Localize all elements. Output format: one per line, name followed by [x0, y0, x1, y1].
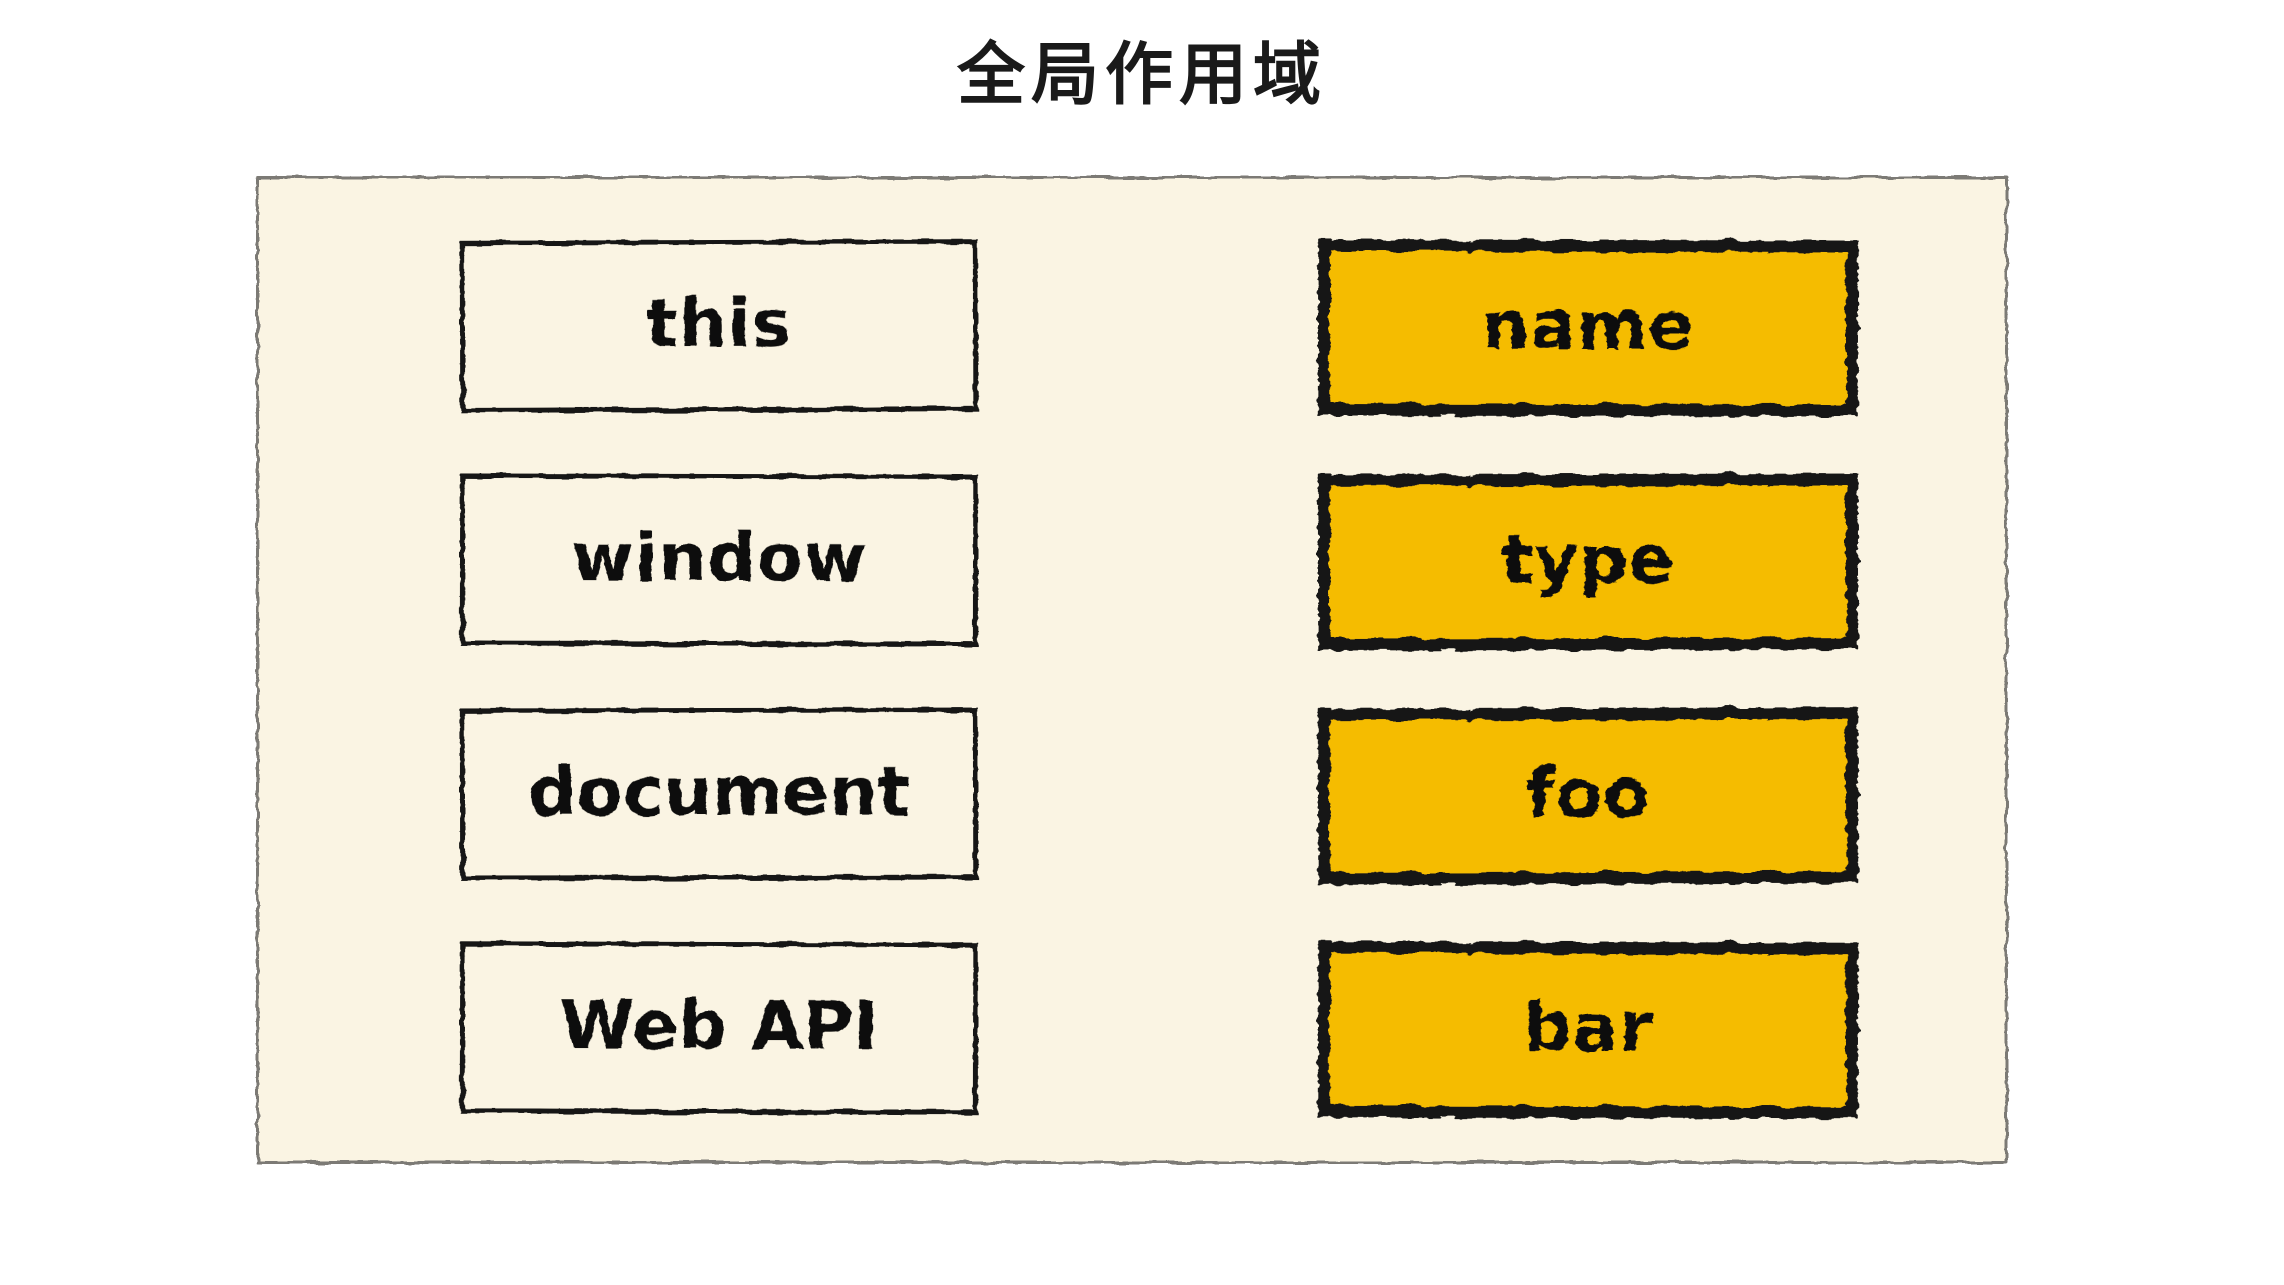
global-variables-column: name type foo bar — [1317, 239, 1859, 1119]
scope-box-bar[interactable]: bar — [1317, 941, 1859, 1119]
scope-box-web-api[interactable]: Web API — [459, 941, 979, 1115]
scope-box-label: document — [527, 752, 911, 832]
page-title: 全局作用域 — [956, 36, 1327, 115]
scope-box-this[interactable]: this — [459, 239, 979, 413]
scope-box-type[interactable]: type — [1317, 473, 1859, 651]
scope-box-label: bar — [1523, 988, 1653, 1068]
scope-box-window[interactable]: window — [459, 473, 979, 647]
scope-box-label: type — [1501, 520, 1675, 600]
scope-box-label: window — [571, 518, 867, 598]
scope-box-name[interactable]: name — [1317, 239, 1859, 417]
scope-box-label: Web API — [559, 986, 879, 1066]
builtin-references-column: this window document Web API — [459, 239, 979, 1115]
scope-box-document[interactable]: document — [459, 707, 979, 881]
scope-box-foo[interactable]: foo — [1317, 707, 1859, 885]
scope-box-label: name — [1481, 286, 1695, 366]
scope-box-label: foo — [1525, 754, 1651, 834]
scope-box-label: this — [645, 284, 793, 364]
